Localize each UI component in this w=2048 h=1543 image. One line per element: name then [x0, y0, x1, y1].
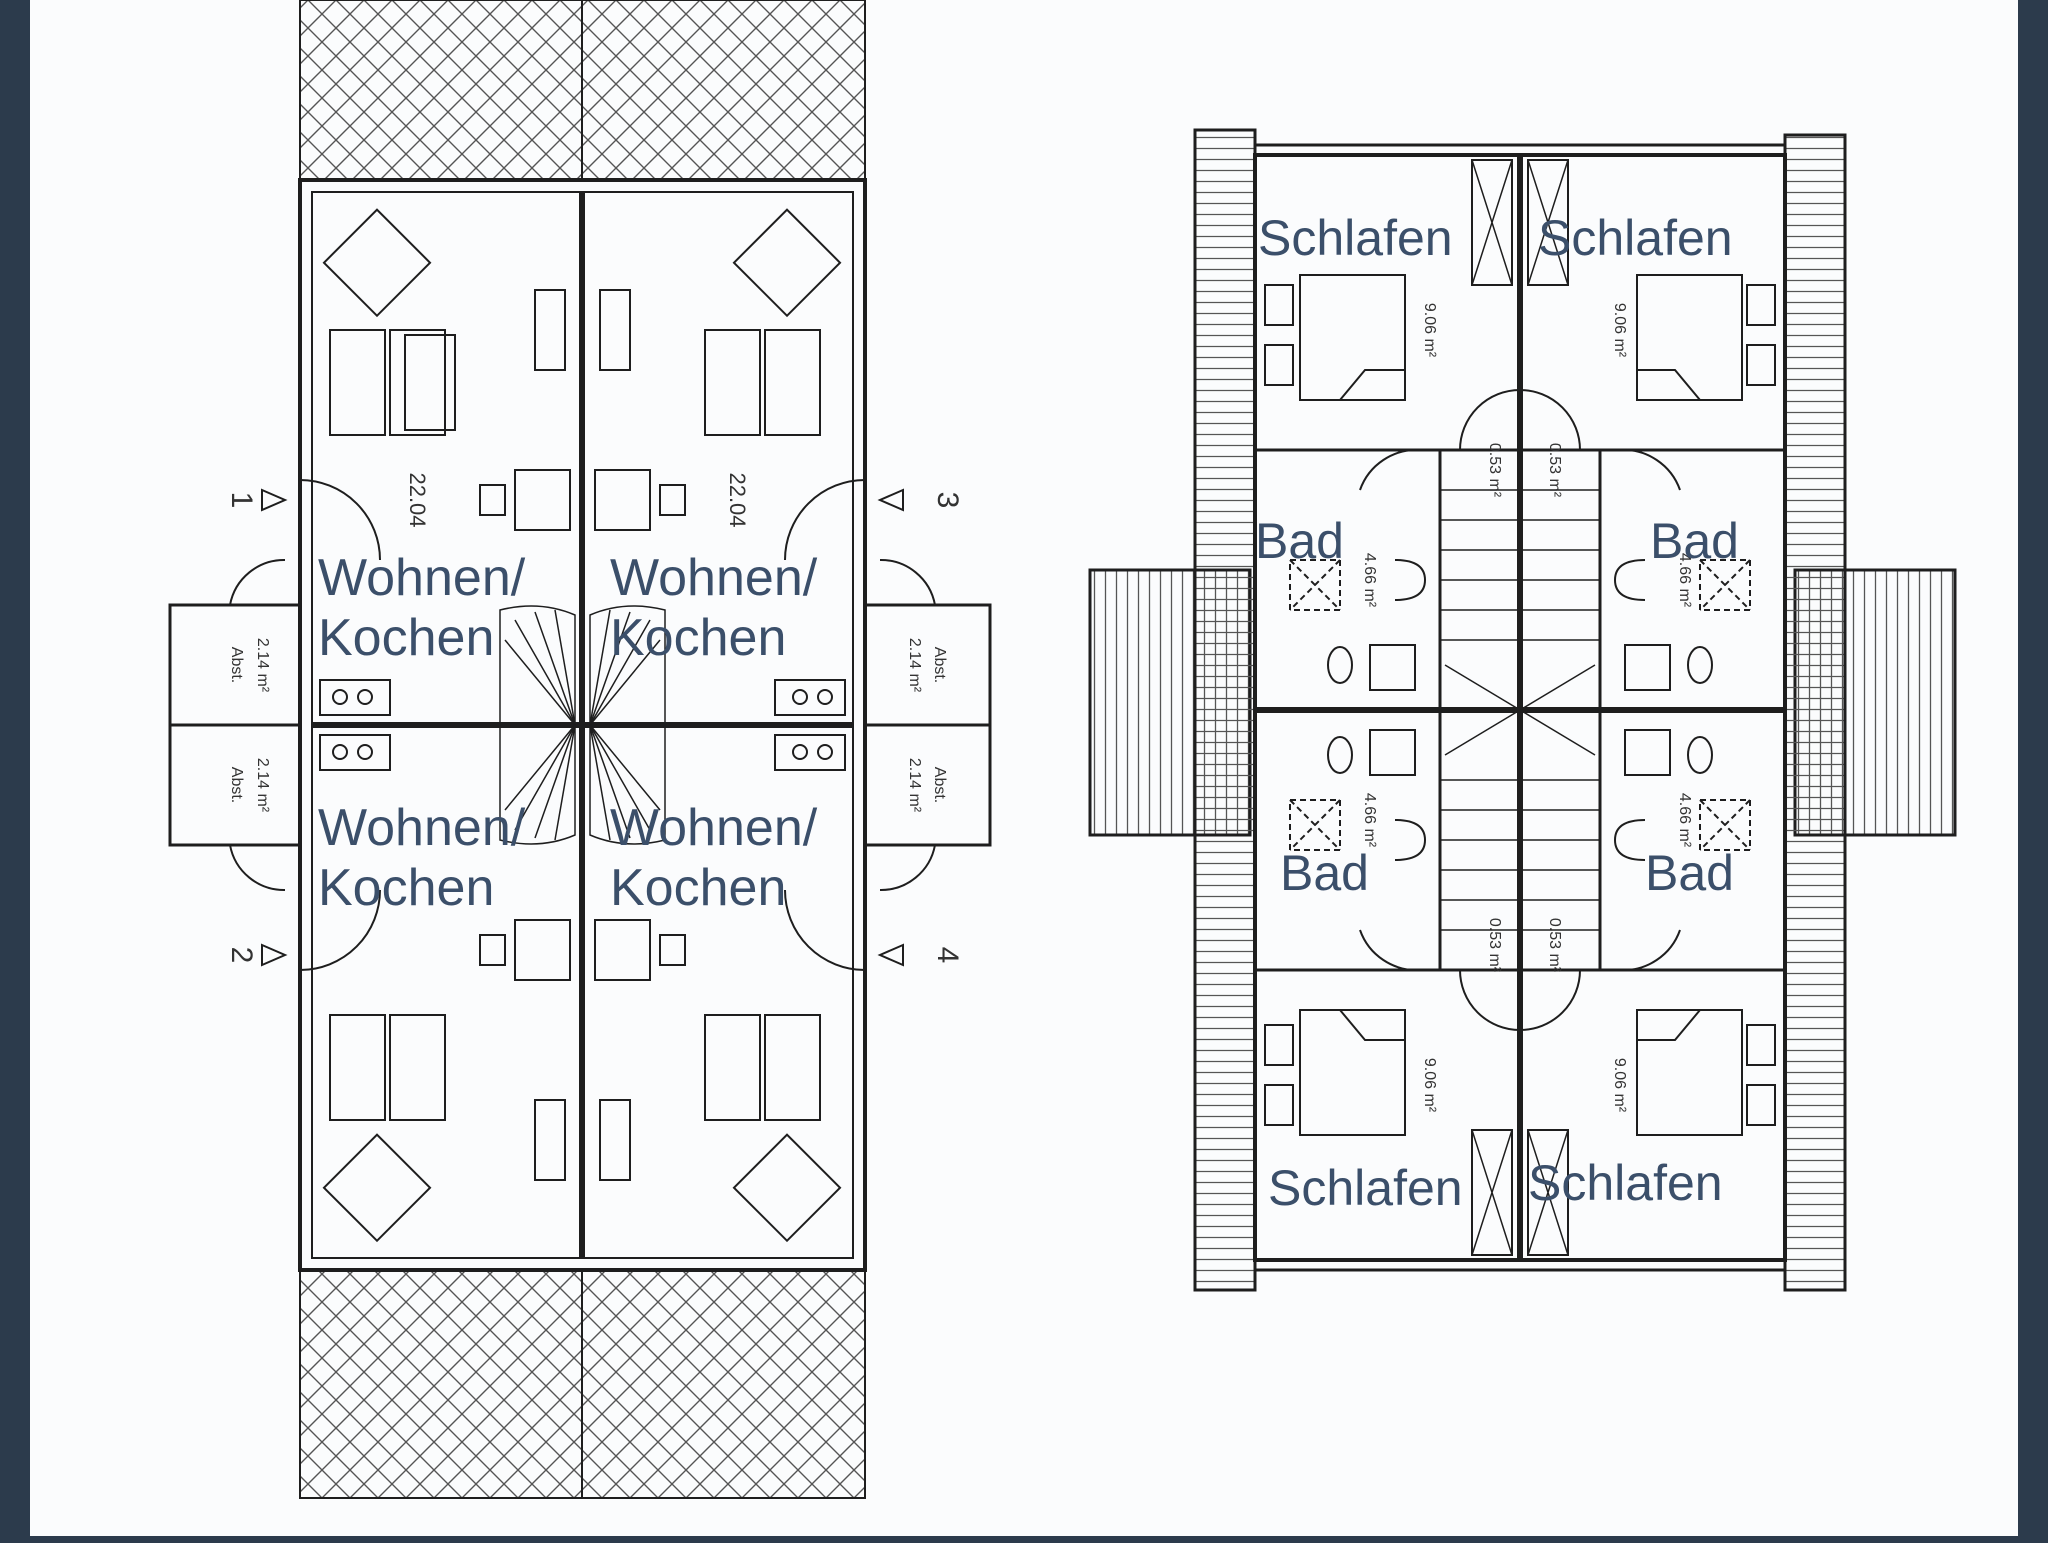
upper-floor-plan	[1088, 128, 1957, 1292]
bathroom-area: 4.66 m²	[1361, 553, 1378, 608]
bedroom-area: 9.06 m²	[1611, 1058, 1628, 1113]
bedroom-area: 9.06 m²	[1611, 303, 1628, 358]
hall-area: 0.53 m²	[1546, 443, 1563, 498]
upper-area-labels: 9.06 m² 9.06 m² 9.06 m² 9.06 m² 4.66 m² …	[1361, 303, 1693, 1113]
entrance-number-4: 4	[931, 947, 964, 964]
hall-area: 0.53 m²	[1486, 918, 1503, 973]
storage-label-area: 2.14 m²	[906, 638, 923, 693]
bedroom-label: Schlafen	[1268, 1160, 1463, 1216]
storage-label-area: 2.14 m²	[254, 638, 271, 693]
living-room-label-line2: Kochen	[318, 859, 494, 917]
bathroom-area: 4.66 m²	[1676, 793, 1693, 848]
bathroom-area: 4.66 m²	[1361, 793, 1378, 848]
living-area-value: 22.04	[725, 472, 750, 527]
ground-stairs	[499, 605, 666, 845]
entrance-number-2: 2	[225, 947, 258, 964]
upper-room-labels: Schlafen Schlafen Schlafen Schlafen Bad …	[1255, 210, 1739, 1216]
storage-label-name: Abst.	[228, 647, 245, 683]
bedroom-label: Schlafen	[1538, 210, 1733, 266]
bedroom-area: 9.06 m²	[1421, 1058, 1438, 1113]
entrance-number-1: 1	[225, 492, 258, 509]
living-room-label-line1: Wohnen/	[318, 799, 526, 857]
bathroom-area: 4.66 m²	[1676, 553, 1693, 608]
bedroom-label: Schlafen	[1258, 210, 1453, 266]
living-room-label-line1: Wohnen/	[610, 799, 818, 857]
storage-label-name: Abst.	[931, 767, 948, 803]
living-room-label-line2: Kochen	[610, 859, 786, 917]
storage-label-name: Abst.	[931, 647, 948, 683]
roof-eave-left	[1193, 128, 1257, 1292]
bathroom-label: Bad	[1645, 845, 1734, 901]
entrance-numbers: 1 2 3 4	[225, 492, 964, 964]
hall-area: 0.53 m²	[1546, 918, 1563, 973]
bedroom-label: Schlafen	[1528, 1155, 1723, 1211]
roof-eave-right	[1783, 133, 1847, 1292]
bedroom-area: 9.06 m²	[1421, 303, 1438, 358]
living-room-label-line2: Kochen	[318, 609, 494, 667]
bathroom-label: Bad	[1280, 845, 1369, 901]
upper-stairs	[1440, 489, 1600, 931]
living-area-value: 22.04	[405, 472, 430, 527]
bathroom-label: Bad	[1650, 513, 1739, 569]
storage-labels: Abst. 2.14 m² Abst. 2.14 m² Abst. 2.14 m…	[228, 472, 948, 812]
storage-label-area: 2.14 m²	[906, 758, 923, 813]
hall-area: 0.53 m²	[1486, 443, 1503, 498]
living-room-label-line1: Wohnen/	[318, 549, 526, 607]
storage-label-area: 2.14 m²	[254, 758, 271, 813]
bathroom-label: Bad	[1255, 513, 1344, 569]
entrance-number-3: 3	[931, 492, 964, 509]
living-room-labels: Wohnen/ Kochen Wohnen/ Kochen Wohnen/ Ko…	[318, 549, 818, 917]
storage-label-name: Abst.	[228, 767, 245, 803]
living-room-label-line2: Kochen	[610, 609, 786, 667]
living-room-label-line1: Wohnen/	[610, 549, 818, 607]
ground-floor-plan	[168, 0, 992, 1499]
